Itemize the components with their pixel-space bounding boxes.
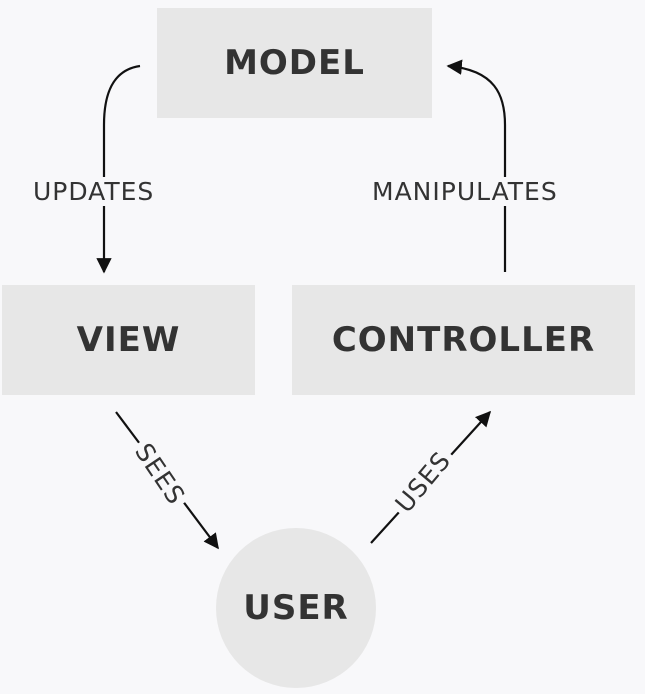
updates-label: UPDATES xyxy=(29,177,159,206)
model-box: MODEL xyxy=(157,8,432,118)
view-label: VIEW xyxy=(76,320,181,360)
manipulates-label: MANIPULATES xyxy=(368,177,562,206)
controller-box: CONTROLLER xyxy=(292,285,635,395)
model-label: MODEL xyxy=(224,43,365,83)
user-label: USER xyxy=(243,588,349,628)
user-circle: USER xyxy=(216,528,376,688)
updates-arrow xyxy=(96,64,141,274)
view-box: VIEW xyxy=(2,285,255,395)
manipulates-arrow xyxy=(446,59,507,272)
controller-label: CONTROLLER xyxy=(331,320,596,360)
